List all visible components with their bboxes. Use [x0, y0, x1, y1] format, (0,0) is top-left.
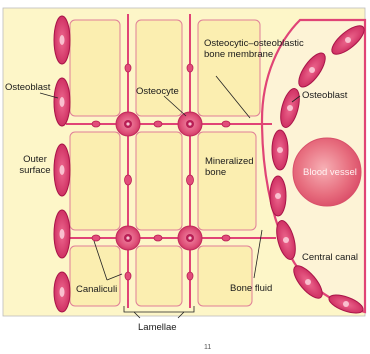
matrix-block: [70, 132, 120, 230]
label-outer-surface: Outer surface: [14, 154, 56, 176]
matrix-block: [198, 132, 256, 230]
label-bone-membrane: Osteocytic–osteoblastic bone membrane: [204, 38, 314, 60]
label-osteoblast-right: Osteoblast: [302, 90, 347, 101]
matrix-block: [198, 20, 260, 116]
matrix-block: [70, 246, 120, 306]
matrix-block: [136, 132, 182, 230]
label-mineralized-bone: Mineralized bone: [205, 156, 255, 178]
label-osteoblast-left: Osteoblast: [5, 82, 50, 93]
label-canaliculi: Canaliculi: [76, 284, 117, 295]
matrix-block: [70, 20, 120, 116]
matrix-block: [198, 246, 252, 306]
label-blood-vessel: Blood vessel: [303, 167, 357, 178]
label-central-canal: Central canal: [302, 252, 358, 263]
matrix-block: [136, 246, 182, 306]
label-bone-fluid: Bone fluid: [230, 283, 272, 294]
label-osteocyte: Osteocyte: [136, 86, 179, 97]
page-mark: 11: [204, 342, 211, 353]
label-lamellae: Lamellae: [138, 322, 177, 333]
matrix-block: [136, 20, 182, 116]
